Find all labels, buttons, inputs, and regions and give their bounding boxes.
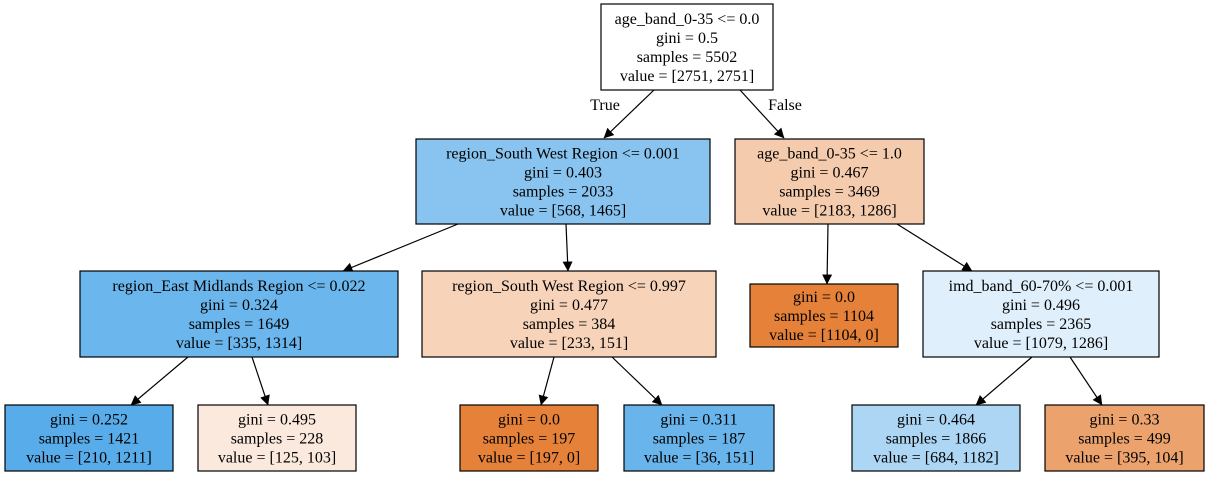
node-text-line: samples = 2365 — [991, 316, 1092, 333]
nodes-layer: age_band_0-35 <= 0.0 gini = 0.5 samples = … — [4, 3, 1205, 472]
tree-node-n0: age_band_0-35 <= 0.0 gini = 0.5 samples = … — [600, 3, 774, 91]
node-text-line: gini = 0.33 — [1090, 412, 1160, 429]
node-text-line: gini = 0.495 — [238, 412, 316, 429]
node-text-line: value = [568, 1465] — [500, 203, 626, 220]
tree-edge-n2-n6 — [896, 223, 973, 272]
tree-edge-n1-n3 — [342, 223, 459, 273]
node-text-line: samples = 1866 — [886, 431, 987, 448]
node-text-line: region_East Midlands Region <= 0.022 — [112, 278, 365, 295]
node-box — [1044, 404, 1205, 472]
node-text-line: value = [36, 151] — [644, 450, 754, 467]
node-text-line: gini = 0.464 — [897, 412, 975, 429]
tree-node-n9: gini = 0.0 samples = 197 value = [197, 0] — [459, 404, 599, 472]
node-text-line: samples = 2033 — [513, 184, 614, 201]
node-text-line: gini = 0.467 — [791, 165, 869, 182]
tree-node-n12: gini = 0.33 samples = 499 value = [395, 10… — [1044, 404, 1205, 472]
node-text-line: value = [684, 1182] — [873, 450, 999, 467]
node-text-line: age_band_0-35 <= 1.0 — [757, 146, 902, 163]
node-text-line: value = [335, 1314] — [176, 335, 302, 352]
node-box — [421, 270, 717, 358]
node-text-line: samples = 1649 — [189, 316, 290, 333]
node-text-line: gini = 0.0 — [793, 289, 855, 306]
edge-label-false: False — [768, 97, 802, 114]
tree-edge-n4-n10 — [611, 356, 663, 406]
tree-edge-n6-n12 — [1069, 356, 1103, 406]
node-text-line: gini = 0.477 — [530, 297, 608, 314]
node-box — [922, 270, 1160, 358]
node-text-line: gini = 0.0 — [498, 412, 560, 429]
node-text-line: value = [2751, 2751] — [620, 68, 754, 85]
node-text-line: gini = 0.252 — [50, 412, 128, 429]
node-box — [623, 404, 775, 472]
node-text-line: value = [1104, 0] — [769, 327, 879, 344]
tree-edge-n4-n9 — [538, 356, 555, 406]
node-text-line: samples = 5502 — [637, 49, 738, 66]
tree-node-n5: gini = 0.0 samples = 1104 value = [1104, 0… — [749, 283, 899, 348]
tree-edge-n3-n8 — [251, 356, 270, 406]
node-text-line: value = [1079, 1286] — [974, 335, 1108, 352]
tree-edge-n6-n11 — [975, 356, 1033, 406]
node-text-line: value = [233, 151] — [510, 335, 628, 352]
node-text-line: samples = 187 — [653, 431, 746, 448]
tree-edge-n3-n7 — [130, 356, 189, 406]
node-text-line: value = [395, 104] — [1065, 450, 1183, 467]
node-box — [415, 138, 711, 225]
node-text-line: gini = 0.403 — [524, 165, 602, 182]
node-box — [600, 3, 774, 91]
tree-edge-n0-n1 — [603, 89, 655, 139]
tree-node-n3: region_East Midlands Region <= 0.022 gini… — [79, 270, 399, 358]
edge-label-true: True — [590, 97, 620, 114]
node-text-line: region_South West Region <= 0.997 — [452, 278, 686, 295]
tree-node-n11: gini = 0.464 samples = 1866 value = [684, … — [851, 404, 1021, 472]
node-text-line: samples = 384 — [523, 316, 616, 333]
node-box — [197, 404, 357, 472]
tree-node-n6: imd_band_60-70% <= 0.001 gini = 0.496 samp… — [922, 270, 1160, 358]
node-text-line: samples = 197 — [483, 431, 576, 448]
tree-node-n10: gini = 0.311 samples = 187 value = [36, 15… — [623, 404, 775, 472]
node-box — [79, 270, 399, 358]
tree-node-n7: gini = 0.252 samples = 1421 value = [210, … — [4, 404, 174, 472]
tree-node-n2: age_band_0-35 <= 1.0 gini = 0.467 samples … — [734, 138, 925, 225]
node-text-line: gini = 0.311 — [660, 412, 737, 429]
node-box — [734, 138, 925, 225]
node-text-line: value = [125, 103] — [218, 450, 336, 467]
node-text-line: region_South West Region <= 0.001 — [446, 146, 680, 163]
tree-edge-n0-n2 — [739, 89, 785, 139]
node-text-line: value = [210, 1211] — [26, 450, 152, 467]
node-box — [459, 404, 599, 472]
node-box — [749, 283, 899, 348]
tree-node-n8: gini = 0.495 samples = 228 value = [125, 1… — [197, 404, 357, 472]
edges-layer: True False — [130, 89, 1103, 406]
tree-edge-n1-n4 — [562, 223, 573, 272]
node-text-line: samples = 499 — [1078, 431, 1171, 448]
node-box — [4, 404, 174, 472]
node-text-line: gini = 0.324 — [200, 297, 278, 314]
node-text-line: samples = 3469 — [779, 184, 880, 201]
node-box — [851, 404, 1021, 472]
node-text-line: samples = 1104 — [774, 308, 874, 325]
tree-node-n1: region_South West Region <= 0.001 gini = … — [415, 138, 711, 225]
node-text-line: imd_band_60-70% <= 0.001 — [949, 278, 1134, 295]
node-text-line: age_band_0-35 <= 0.0 — [615, 11, 760, 28]
node-text-line: value = [2183, 1286] — [762, 203, 896, 220]
node-text-line: samples = 1421 — [39, 431, 140, 448]
node-text-line: gini = 0.496 — [1002, 297, 1080, 314]
node-text-line: samples = 228 — [231, 431, 324, 448]
node-text-line: gini = 0.5 — [656, 30, 718, 47]
tree-edge-n2-n5 — [822, 223, 833, 285]
tree-node-n4: region_South West Region <= 0.997 gini = … — [421, 270, 717, 358]
node-text-line: value = [197, 0] — [478, 450, 580, 467]
